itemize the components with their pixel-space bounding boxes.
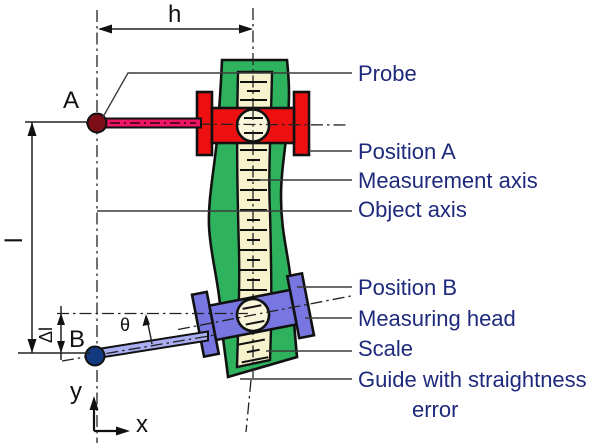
dimension-delta-l-label: Δl (36, 327, 56, 343)
scale-ticks-lower (238, 338, 269, 364)
probe-rod (102, 117, 202, 129)
point-b-label: B (69, 326, 85, 353)
axis-y-label: y (70, 378, 82, 405)
probe-ball-a (86, 112, 108, 134)
dimension-delta-l: Δl (36, 306, 248, 360)
angle-theta: θ (120, 314, 153, 345)
callout-guide-line2: error (412, 397, 458, 422)
callout-measurement-axis: Measurement axis (358, 168, 538, 193)
callout-position-b: Position B (358, 275, 457, 300)
callout-labels: Probe Position A Measurement axis Object… (358, 61, 587, 422)
measurement-axis-line (245, 8, 254, 433)
coordinate-axes: y x (70, 378, 148, 438)
callout-leaders (97, 72, 352, 380)
point-a-label: A (63, 87, 79, 114)
axis-x-label: x (136, 411, 148, 438)
head-axis-line (177, 295, 352, 331)
angle-theta-label: θ (120, 315, 130, 335)
dimension-h-label: h (168, 1, 181, 28)
probe-carriage (85, 90, 348, 157)
callout-probe: Probe (358, 61, 417, 86)
callout-scale: Scale (358, 336, 413, 361)
callout-guide-line1: Guide with straightness (358, 367, 587, 392)
probe-ball-b (84, 345, 106, 367)
callout-object-axis: Object axis (358, 197, 467, 222)
dimension-h: h (98, 1, 253, 34)
dimension-l-label: l (1, 238, 28, 243)
callout-position-a: Position A (358, 139, 456, 164)
dimension-l: l (1, 121, 90, 354)
callout-measuring-head: Measuring head (358, 306, 516, 331)
